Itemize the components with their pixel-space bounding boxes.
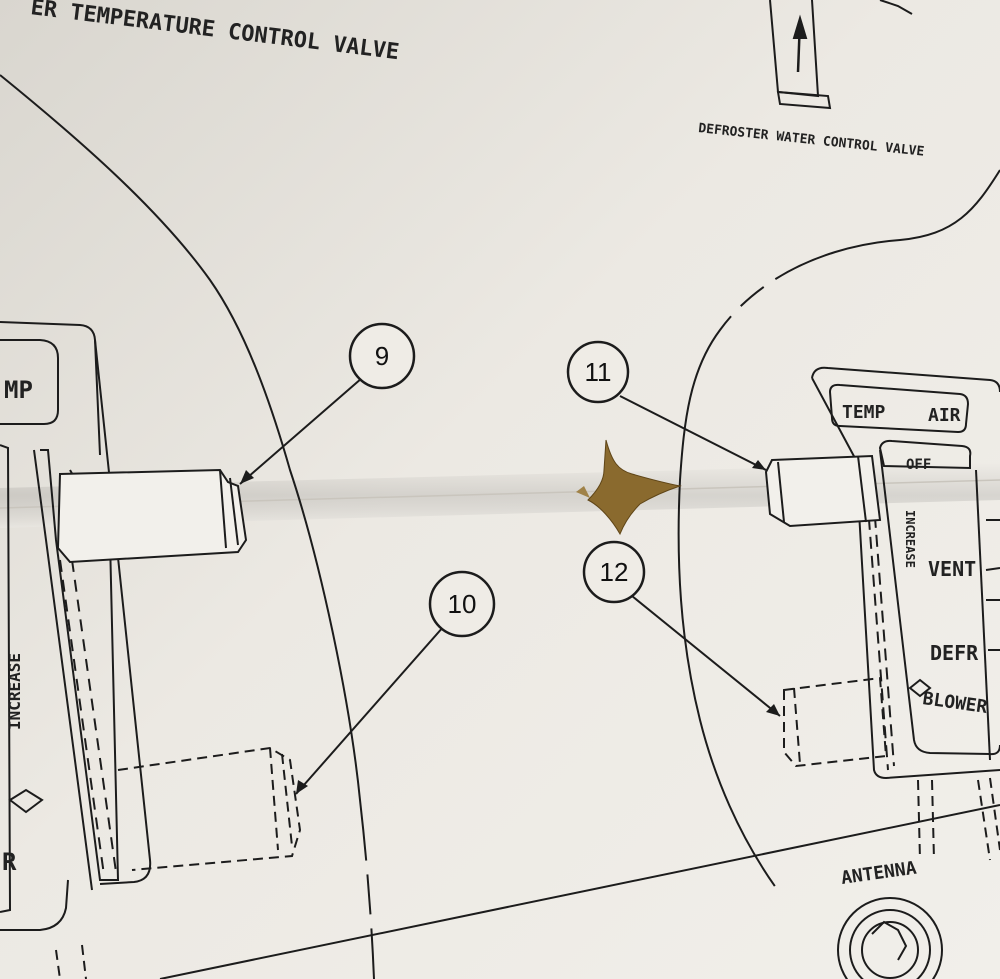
left-knob-10 bbox=[117, 746, 302, 871]
left-panel-arrow-icon bbox=[8, 788, 44, 814]
callout-circle bbox=[348, 322, 416, 390]
right-panel-edge-marks bbox=[985, 519, 1000, 651]
paper-fold bbox=[0, 462, 1000, 528]
right-knob-11 bbox=[764, 454, 882, 528]
leader-arrow-12 bbox=[766, 704, 780, 716]
left-panel-temp-label: MP bbox=[4, 376, 33, 404]
callout-12: 12 bbox=[582, 540, 646, 604]
callout-11: 11 bbox=[566, 340, 630, 404]
left-control-panel bbox=[0, 321, 152, 979]
right-control-panel bbox=[811, 366, 1000, 861]
antenna-icon bbox=[837, 897, 943, 979]
left-panel-bottom-label: R bbox=[2, 848, 17, 876]
left-knob-9 bbox=[56, 468, 248, 564]
right-panel-air-label: AIR bbox=[928, 405, 961, 426]
left-outline-curve bbox=[0, 74, 375, 979]
callout-circle bbox=[566, 340, 630, 404]
callout-number: 12 bbox=[600, 557, 629, 587]
leader-arrow-10 bbox=[296, 780, 308, 794]
callout-10: 10 bbox=[428, 570, 496, 638]
right-outline-curve bbox=[677, 169, 1000, 941]
right-panel-increase-label: INCREASE bbox=[903, 510, 917, 568]
callout-number: 9 bbox=[375, 341, 389, 371]
right-panel-defr-label: DEFR bbox=[930, 641, 979, 665]
callout-circle bbox=[428, 570, 496, 638]
right-panel-vent-label: VENT bbox=[928, 557, 976, 581]
callout-number: 11 bbox=[585, 357, 612, 387]
right-panel-temp-label: TEMP bbox=[842, 402, 886, 423]
right-panel-arrow-icon bbox=[908, 678, 932, 698]
right-knob-12 bbox=[783, 676, 888, 768]
paper-tear bbox=[587, 439, 682, 536]
leader-arrow-9 bbox=[240, 470, 254, 484]
callout-circle bbox=[582, 540, 646, 604]
callout-9: 9 bbox=[348, 322, 416, 390]
paper-tear-fleck bbox=[576, 486, 590, 498]
right-panel-off-label: OFF bbox=[906, 457, 931, 473]
callout-number: 10 bbox=[448, 589, 477, 619]
bottom-diagonal-line bbox=[159, 804, 1000, 979]
defroster-valve bbox=[769, 0, 913, 110]
left-panel-increase-label: INCREASE bbox=[5, 653, 24, 730]
leader-arrow-11 bbox=[752, 460, 766, 470]
leader-lines bbox=[239, 377, 781, 795]
